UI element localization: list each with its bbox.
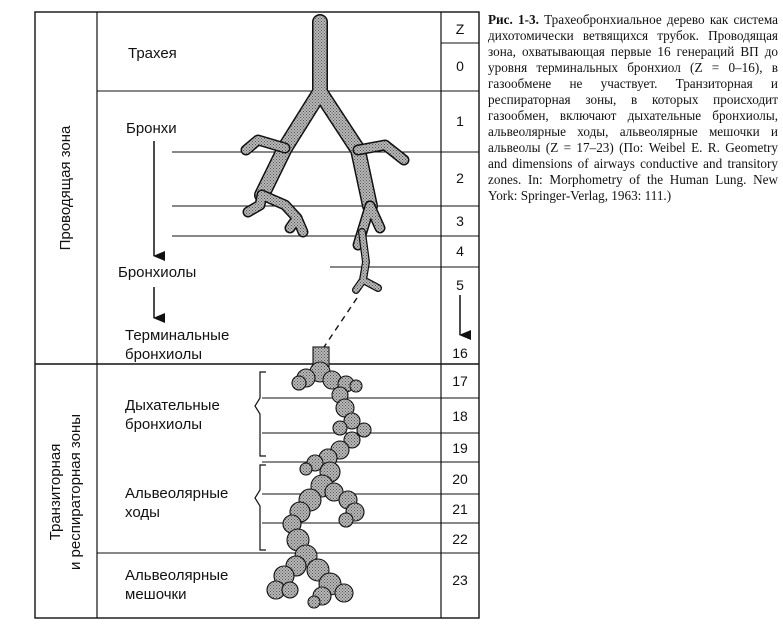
figure-caption-label: Рис. 1-3.: [488, 12, 539, 27]
z-value: 4: [456, 243, 464, 259]
trachea-label: Трахея: [128, 45, 177, 62]
conducting-zone-label: Проводящая зона: [57, 125, 74, 250]
z-header: Z: [456, 21, 465, 37]
z-value: 1: [456, 113, 464, 129]
z-value: 19: [452, 440, 468, 456]
z-value: 18: [452, 408, 468, 424]
terminal-bronchioles-label-line1: Терминальные: [125, 327, 229, 344]
z-value: 21: [452, 501, 468, 517]
figure-caption-text: Трахеобронхиальное дерево как система ди…: [488, 12, 778, 203]
z-value: 23: [452, 572, 468, 588]
alveolar-sacs-label-line2: мешочки: [125, 586, 186, 603]
z-value: 22: [452, 531, 468, 547]
alveolar-ducts-label-line2: ходы: [125, 504, 160, 521]
bronchi-label: Бронхи: [126, 120, 177, 137]
alveolar-sacs-label-line1: Альвеолярные: [125, 567, 228, 584]
respiratory-airway-tree: [267, 347, 371, 608]
z-value: 3: [456, 213, 464, 229]
z-value: 2: [456, 170, 464, 186]
figure-caption: Рис. 1-3. Трахеобронхиальное дерево как …: [488, 12, 778, 204]
transitional-zone-label-line2: и респираторная зоны: [67, 414, 84, 570]
z-value: 17: [452, 373, 468, 389]
dashed-connector: [324, 298, 357, 347]
z-value: 0: [456, 58, 464, 74]
z-value: 16: [452, 345, 468, 361]
respiratory-bronchioles-label-line1: Дыхательные: [125, 397, 220, 414]
transitional-zone-label-line1: Транзиторная: [47, 444, 64, 541]
terminal-bronchioles-label-line2: бронхиолы: [125, 346, 202, 363]
conducting-airway-tree: [246, 22, 404, 290]
ducts-bracket: [255, 465, 266, 550]
respiratory-bracket: [255, 372, 266, 456]
z-value: 5: [456, 277, 464, 293]
alveolar-ducts-label-line1: Альвеолярные: [125, 485, 228, 502]
generation-lines: [97, 91, 441, 553]
table-frame: [35, 12, 479, 618]
z-value: 20: [452, 471, 468, 487]
respiratory-bronchioles-label-line2: бронхиолы: [125, 416, 202, 433]
bronchioles-label: Бронхиолы: [118, 264, 196, 281]
